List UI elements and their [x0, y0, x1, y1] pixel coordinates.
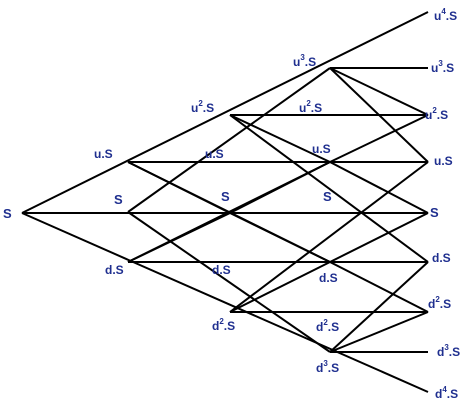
node-d2s-label-2: d2.S [316, 318, 339, 334]
node-d3s-label-1: d3.S [316, 359, 339, 375]
node-u4s-label: u4.S [434, 7, 457, 23]
edge-lattice [127, 161, 331, 263]
edge-lower-envelope [21, 212, 429, 393]
edge-upper-envelope [21, 11, 429, 214]
edge [329, 311, 429, 353]
node-ds-label-4: d.S [432, 251, 451, 265]
node-u3s-label-1: u3.S [293, 53, 316, 69]
edge-lattice [229, 161, 429, 313]
edge-lattice [127, 67, 331, 213]
edge [329, 261, 429, 313]
edge [329, 212, 429, 263]
node-us-label-3: u.S [312, 142, 331, 156]
edge-lattice [229, 114, 429, 263]
edge-lattice [127, 211, 331, 353]
edge-lattice [329, 261, 429, 353]
node-u2s-label-3: u2.S [425, 106, 448, 122]
node-ds-label-1: d.S [105, 263, 124, 277]
node-u2s-label-1: u2.S [191, 99, 214, 115]
edge [329, 67, 429, 116]
edge [229, 261, 331, 313]
node-s-label-3: S [323, 189, 332, 204]
node-d2s-label-1: d2.S [212, 317, 235, 333]
node-d4s-label: d4.S [435, 385, 458, 401]
edge [229, 114, 331, 163]
node-d3s-label-2: d3.S [437, 343, 460, 359]
node-labels: S S S S S u.S u.S u.S u.S d.S d.S d.S d.… [3, 7, 460, 401]
node-d2s-label-3: d2.S [428, 295, 451, 311]
node-ds-label-3: d.S [319, 271, 338, 285]
node-s-label-4: S [430, 205, 439, 220]
node-u3s-label-2: u3.S [431, 59, 454, 75]
edge-lattice [329, 67, 429, 163]
node-u2s-label-2: u2.S [299, 99, 322, 115]
node-s-label-1: S [114, 192, 123, 207]
edge [329, 161, 429, 214]
node-us-label-2: u.S [205, 147, 224, 161]
node-ds-label-2: d.S [212, 263, 231, 277]
edge [329, 114, 429, 163]
node-us-label-4: u.S [434, 154, 453, 168]
node-s-label-2: S [221, 189, 230, 204]
node-root-label: S [3, 206, 12, 221]
tree-edges [21, 11, 429, 393]
node-us-label-1: u.S [94, 147, 113, 161]
